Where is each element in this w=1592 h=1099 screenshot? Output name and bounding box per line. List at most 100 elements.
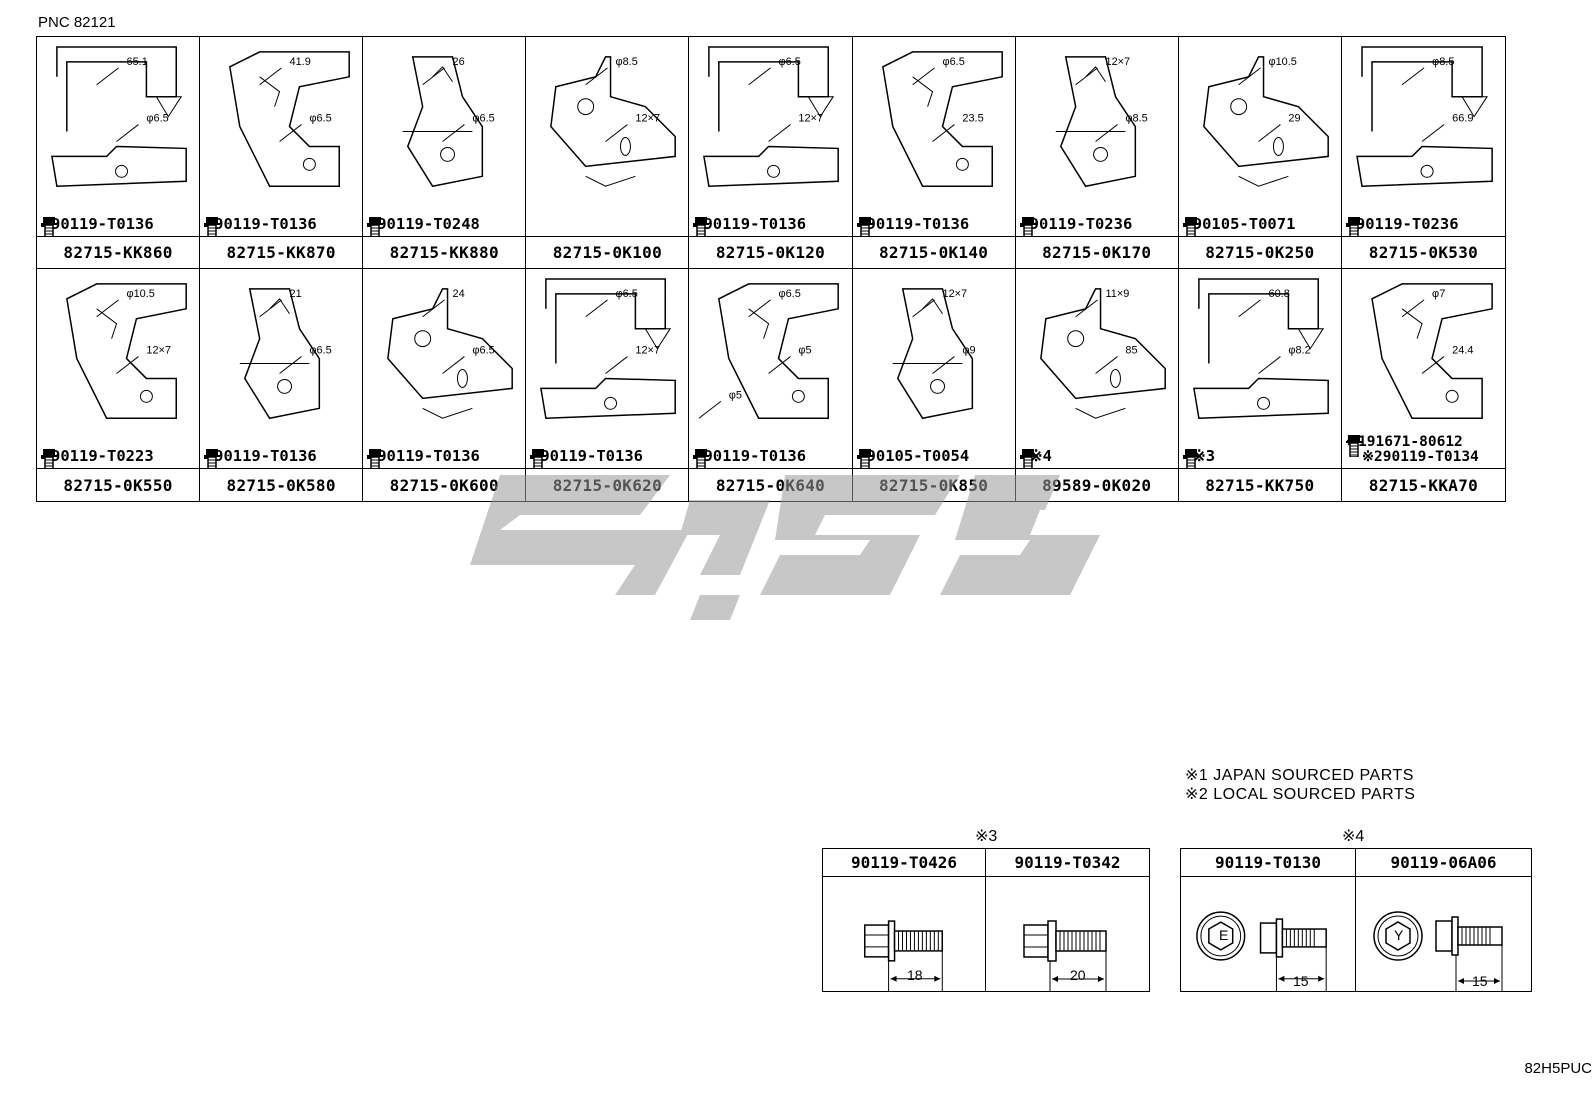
dimension-label: φ8.5 xyxy=(1125,113,1147,125)
part-drawing-82715-0k170: 12×7 φ8.5 90119-T0236 xyxy=(1015,37,1179,237)
dimension-label: φ6.5 xyxy=(473,113,495,125)
bolt-part-number: ※4 xyxy=(1029,446,1052,465)
dimension-label: φ5 xyxy=(729,389,742,401)
bolt-icon xyxy=(693,216,710,236)
bolt-part-number: 90119-T0236 xyxy=(1029,214,1133,233)
bolt-part-number: 90119-T0136 xyxy=(866,214,970,233)
bolt-callout: ※3 xyxy=(1182,448,1215,468)
length-15b: 15 xyxy=(1472,973,1488,989)
bolt-icon xyxy=(1019,216,1036,236)
bolt-icon xyxy=(1345,216,1362,236)
dimension-label: 24 xyxy=(453,288,465,300)
bolt-table-4: 90119-T0130 90119-06A06 E 15 xyxy=(1180,848,1532,992)
dimension-label: 12×7 xyxy=(146,345,171,357)
bolt-icon xyxy=(204,216,221,236)
dimension-label: φ6.5 xyxy=(310,113,332,125)
bolt-part-number: 90119-T0136 xyxy=(703,446,807,465)
part-drawing-82715-0k620: φ6.5 12×7 90119-T0136 xyxy=(526,269,690,469)
bolt-part-number: 90105-T0054 xyxy=(866,446,970,465)
dimension-label: φ8.5 xyxy=(616,56,638,68)
bolt-icon xyxy=(41,216,57,236)
note-local: ※2 LOCAL SOURCED PARTS xyxy=(1185,786,1416,803)
dimension-label: 60.8 xyxy=(1268,288,1289,300)
dimension-label: 12×7 xyxy=(636,345,661,357)
part-number-cell: 82715-KK750 xyxy=(1179,469,1342,501)
part-number-cell: 82715-KK860 xyxy=(37,237,201,269)
part-number-cell: 82715-KKA70 xyxy=(1368,475,1479,495)
dimension-label: φ6.5 xyxy=(473,345,495,357)
bolt-drawing-e: E 15 xyxy=(1181,877,1356,991)
dimension-label: φ10.5 xyxy=(1268,56,1296,68)
table3-col1-pn: 90119-T0426 xyxy=(823,849,986,877)
part-drawing-82715-0k600: 24 φ6.5 90119-T0136 xyxy=(363,269,527,469)
part-number-cell: 82715-0K100 xyxy=(526,237,690,269)
bolt-part-number: 90119-T0223 xyxy=(51,446,154,465)
bolt-callout: 90119-T0223 xyxy=(41,446,154,468)
parts-grid: 65.1 φ6.5 90119-T0136 41.9 φ6.5 90119-T0136 26… xyxy=(36,36,1506,502)
mark-y: Y xyxy=(1394,927,1404,943)
bolt-icon xyxy=(41,448,57,468)
bolt-note-2: ※290119-T0134 xyxy=(1361,448,1479,465)
dimension-label: 65.1 xyxy=(127,56,148,68)
bolt-note-1: ※191671-80612 xyxy=(1345,434,1463,450)
bolt-table-3: 90119-T0426 90119-T0342 18 xyxy=(822,848,1150,992)
dimension-label: φ8.5 xyxy=(1432,56,1454,68)
part-number-cell: 82715-0K250 xyxy=(1178,237,1342,269)
dimension-label: 12×7 xyxy=(799,113,824,125)
diagram-ref-code: 82H5PUC xyxy=(1524,1060,1592,1077)
dimension-label: φ6.5 xyxy=(779,56,801,68)
bolt-part-number: 90105-T0071 xyxy=(1192,214,1296,233)
length-18: 18 xyxy=(907,967,923,983)
watermark-logo xyxy=(470,475,1100,620)
part-drawing-82715-kk750: 60.8 φ8.2 ※3 xyxy=(1178,269,1342,469)
bolt-icon xyxy=(530,448,547,468)
bolt-icon xyxy=(367,216,384,236)
table4-col1-pn: 90119-T0130 xyxy=(1181,849,1356,877)
dimension-label: φ6.5 xyxy=(616,288,638,300)
part-drawing-82715-kk870: 41.9 φ6.5 90119-T0136 xyxy=(200,37,364,237)
dimension-label: φ8.2 xyxy=(1288,345,1310,357)
length-15a: 15 xyxy=(1293,973,1309,989)
dimension-label: 85 xyxy=(1125,345,1137,357)
part-number-cell: 82715-0K530 xyxy=(1341,237,1505,269)
dimension-label: φ7 xyxy=(1432,288,1445,300)
dimension-label: 24.4 xyxy=(1452,345,1473,357)
bolt-part-number: 90119-T0136 xyxy=(703,214,807,233)
dimension-label: 21 xyxy=(290,288,302,300)
dimension-label: 12×7 xyxy=(1105,56,1130,68)
bolt-part-number: 90119-T0136 xyxy=(214,446,317,465)
table4-title: ※4 xyxy=(1342,828,1365,845)
bolt-callout: 90119-T0136 xyxy=(693,446,807,468)
part-number-cell: 82715-0K170 xyxy=(1015,237,1179,269)
bolt-part-number: 90119-T0136 xyxy=(540,446,643,465)
part-number-cell: 89589-0K020 xyxy=(1016,469,1179,501)
bolt-drawing-20: 20 xyxy=(986,877,1149,991)
note-japan: ※1 JAPAN SOURCED PARTS xyxy=(1185,767,1414,784)
table3-col2-pn: 90119-T0342 xyxy=(986,849,1149,877)
bolt-callout: 90119-T0136 xyxy=(856,214,970,236)
bolt-icon xyxy=(367,448,384,468)
bolt-icon xyxy=(1019,448,1036,468)
bolt-part-number: 90119-T0236 xyxy=(1355,214,1459,233)
bolt-part-number: 90119-T0248 xyxy=(377,214,480,233)
dimension-label: 41.9 xyxy=(290,56,311,68)
part-number-cell: 82715-0K550 xyxy=(37,469,201,501)
mark-e: E xyxy=(1219,927,1229,943)
dimension-label: 29 xyxy=(1288,113,1300,125)
dimension-label: 23.5 xyxy=(962,113,983,125)
bolt-part-number: 90119-T0136 xyxy=(214,214,317,233)
dimension-label: φ5 xyxy=(799,345,812,357)
bolt-part-number: 90119-T0136 xyxy=(377,446,480,465)
part-number-cell: 82715-KK880 xyxy=(363,237,527,269)
bolt-callout: 90119-T0236 xyxy=(1019,214,1133,236)
dimension-label: 26 xyxy=(453,56,465,68)
dimension-label: φ6.5 xyxy=(146,113,168,125)
part-number-cell: 82715-0K120 xyxy=(689,237,853,269)
